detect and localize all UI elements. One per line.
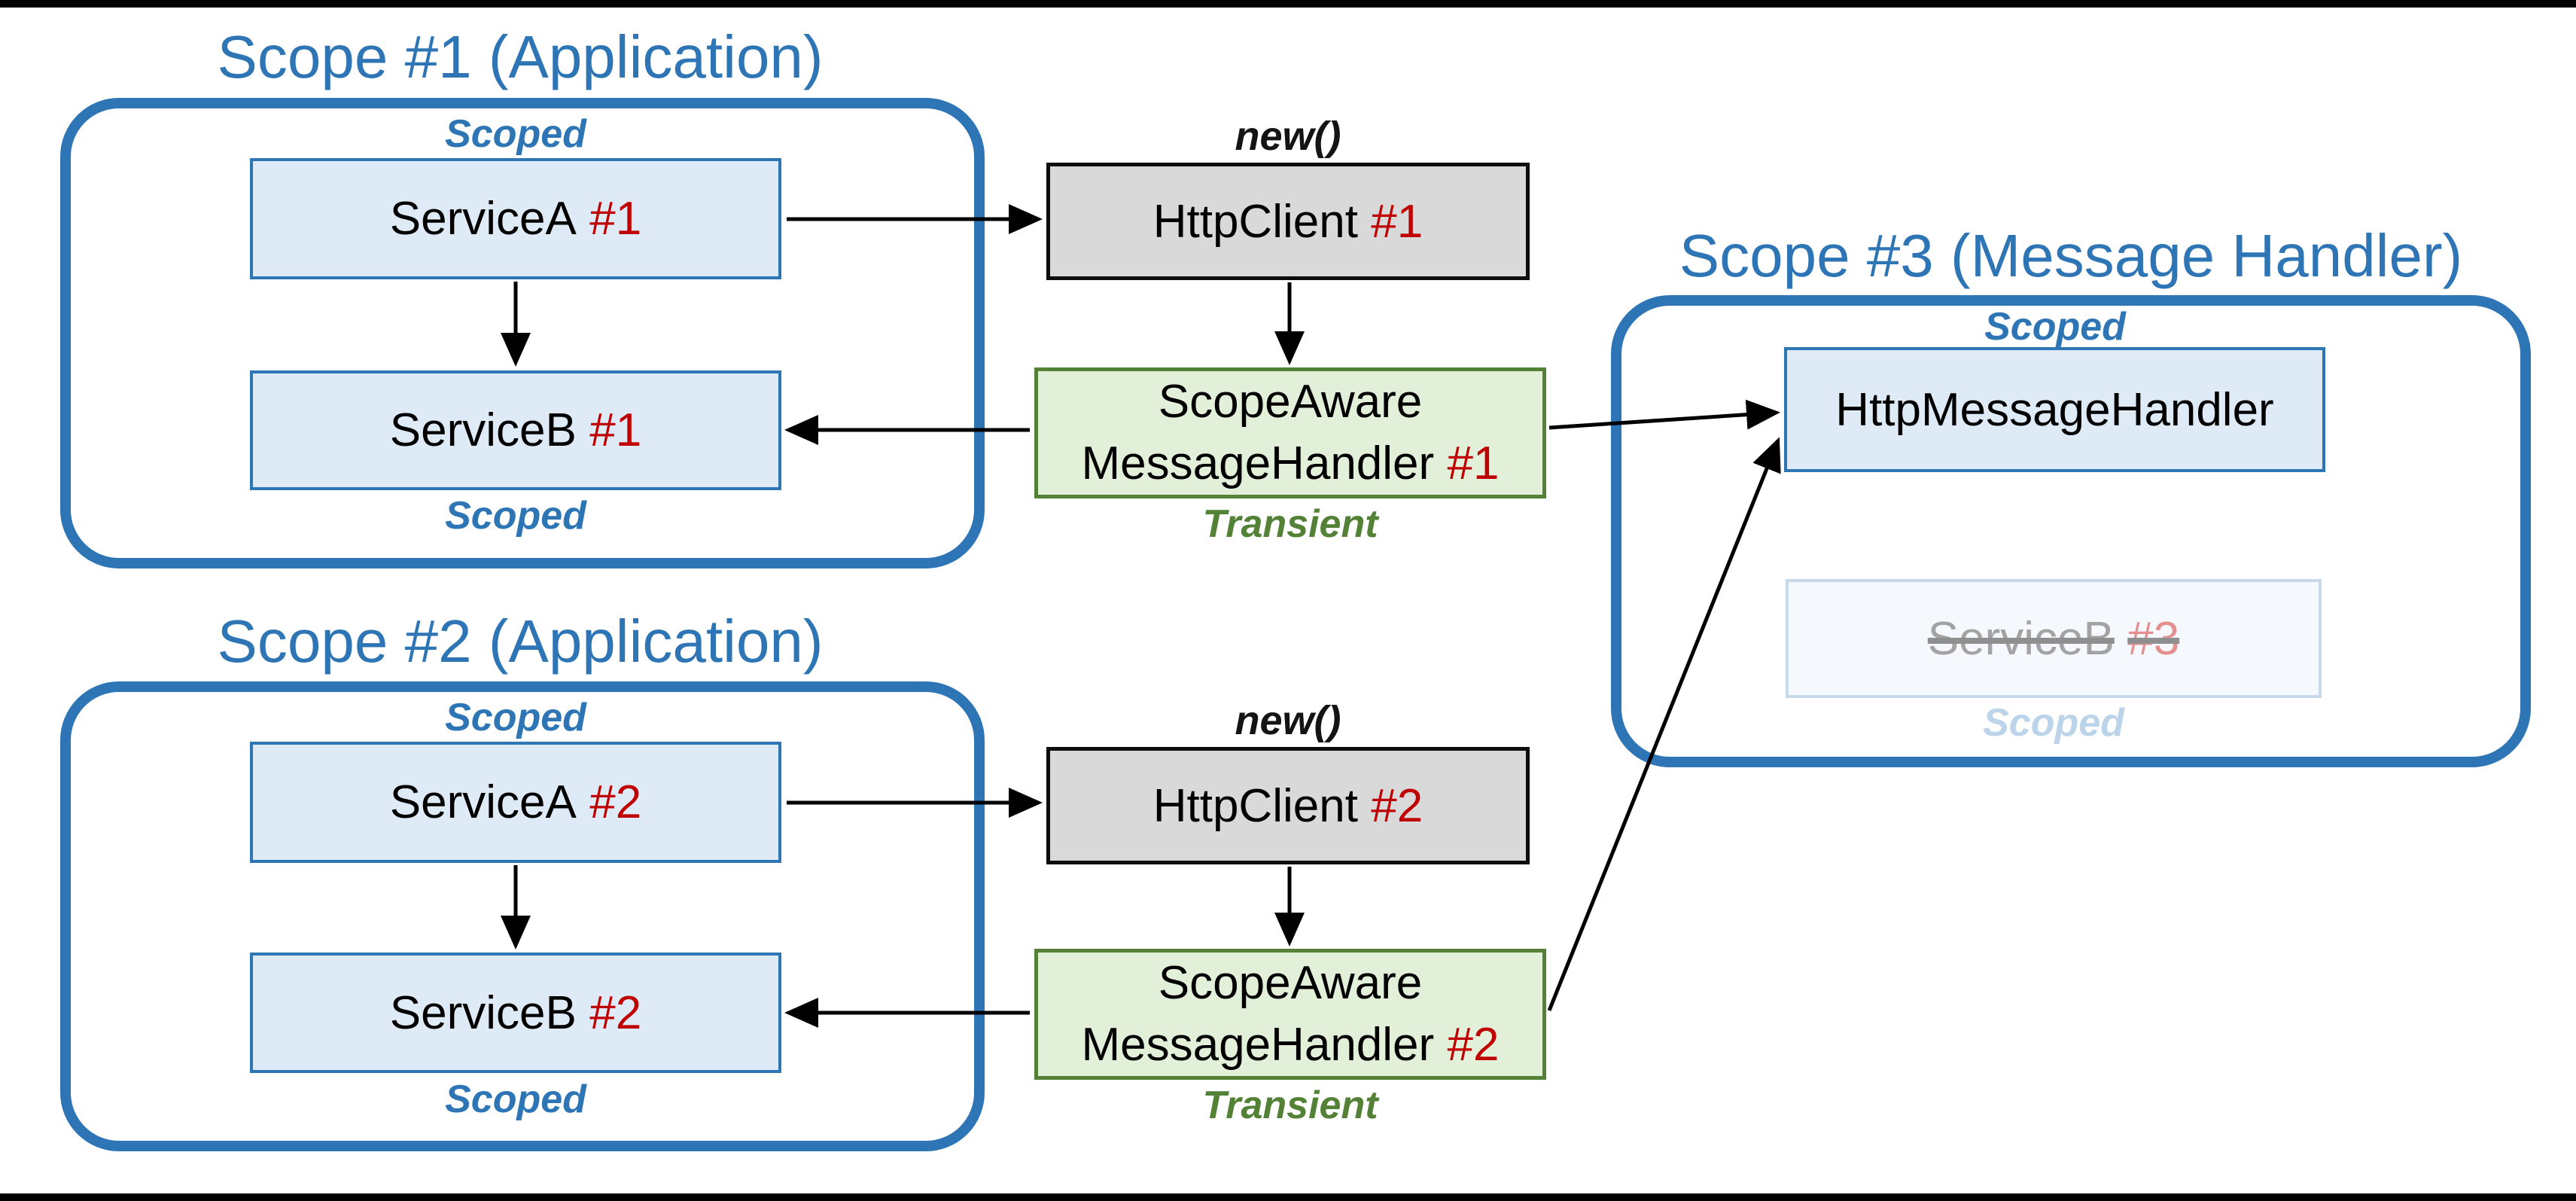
messagehandler2-transient-label: Transient: [1202, 1084, 1378, 1127]
servicea1-box: ServiceA#1: [250, 158, 781, 279]
httpclient1-new-label: new(): [1235, 114, 1341, 159]
serviceb2-label: ServiceB#2: [389, 986, 642, 1039]
messagehandler1-line1: ScopeAware: [1158, 376, 1423, 428]
messagehandler2-line1: ScopeAware: [1158, 957, 1423, 1010]
httpmessagehandler-box: HttpMessageHandler: [1784, 347, 2325, 472]
scope2-scoped-top-label: Scoped: [445, 696, 586, 739]
messagehandler1-transient-label: Transient: [1202, 502, 1378, 546]
scope1-scoped-bottom-label: Scoped: [445, 494, 586, 538]
serviceb1-box: ServiceB#1: [250, 370, 781, 490]
messagehandler2-box: ScopeAware MessageHandler#2: [1034, 949, 1546, 1080]
serviceb2-box: ServiceB#2: [250, 953, 781, 1073]
scope3-scoped-top-label: Scoped: [1984, 305, 2126, 349]
scope2-title: Scope #2 (Application): [217, 608, 824, 675]
messagehandler1-line2: MessageHandler#1: [1081, 437, 1500, 489]
serviceb3-disposed-box: ServiceB#3: [1786, 579, 2322, 698]
servicea2-label: ServiceA#2: [389, 776, 642, 828]
httpclient2-label: HttpClient#2: [1153, 779, 1423, 832]
serviceb3-label: ServiceB#3: [1927, 612, 2180, 665]
scope1-scoped-top-label: Scoped: [445, 112, 586, 156]
httpclient2-box: HttpClient#2: [1046, 747, 1530, 864]
serviceb1-label: ServiceB#1: [389, 404, 642, 456]
scope1-container: [60, 98, 985, 568]
servicea2-box: ServiceA#2: [250, 742, 781, 863]
bottom-black-bar: [0, 1193, 2576, 1201]
httpclient1-box: HttpClient#1: [1046, 163, 1530, 280]
httpmessagehandler-label: HttpMessageHandler: [1835, 383, 2274, 436]
scope3-scoped-faded-label: Scoped: [1983, 701, 2124, 745]
messagehandler1-box: ScopeAware MessageHandler#1: [1034, 367, 1546, 498]
scope2-container: [60, 681, 985, 1151]
httpclient2-new-label: new(): [1235, 698, 1341, 743]
top-black-bar: [0, 0, 2576, 8]
httpclient1-label: HttpClient#1: [1153, 195, 1423, 248]
messagehandler2-line2: MessageHandler#2: [1081, 1019, 1500, 1071]
scope3-title: Scope #3 (Message Handler): [1679, 222, 2463, 289]
scope1-title: Scope #1 (Application): [217, 23, 824, 90]
servicea1-label: ServiceA#1: [389, 193, 642, 245]
scope2-scoped-bottom-label: Scoped: [445, 1078, 586, 1121]
